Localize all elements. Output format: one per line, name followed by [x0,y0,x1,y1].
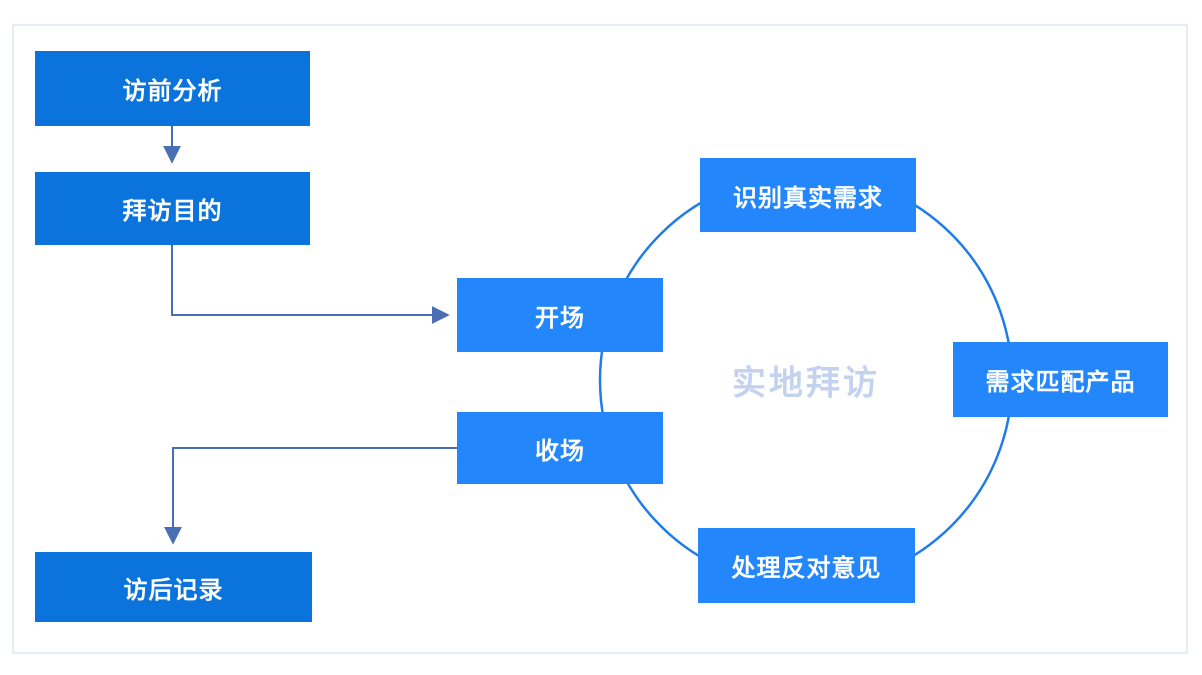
node-label: 处理反对意见 [731,555,882,582]
edge-closing-to-post-visit-record [164,447,457,545]
node-identify-real-needs: 识别真实需求 [700,158,916,232]
node-post-visit-record: 访后记录 [35,552,312,622]
node-label: 访前分析 [122,78,223,105]
node-label: 访后记录 [123,576,224,604]
edge-visit-purpose-to-opening [171,245,450,324]
node-label: 拜访目的 [122,198,223,225]
node-opening: 开场 [457,278,663,352]
node-closing: 收场 [457,412,663,484]
node-label: 收场 [535,437,585,465]
node-label: 识别真实需求 [733,184,883,212]
node-pre-visit-analysis: 访前分析 [35,51,310,126]
node-label: 开场 [535,304,585,332]
node-visit-purpose: 拜访目的 [35,172,310,245]
node-match-needs-to-products: 需求匹配产品 [953,342,1168,417]
node-label: 需求匹配产品 [985,369,1136,396]
field-visit-center-label: 实地拜访 [732,364,880,403]
node-handle-objections: 处理反对意见 [698,528,915,603]
